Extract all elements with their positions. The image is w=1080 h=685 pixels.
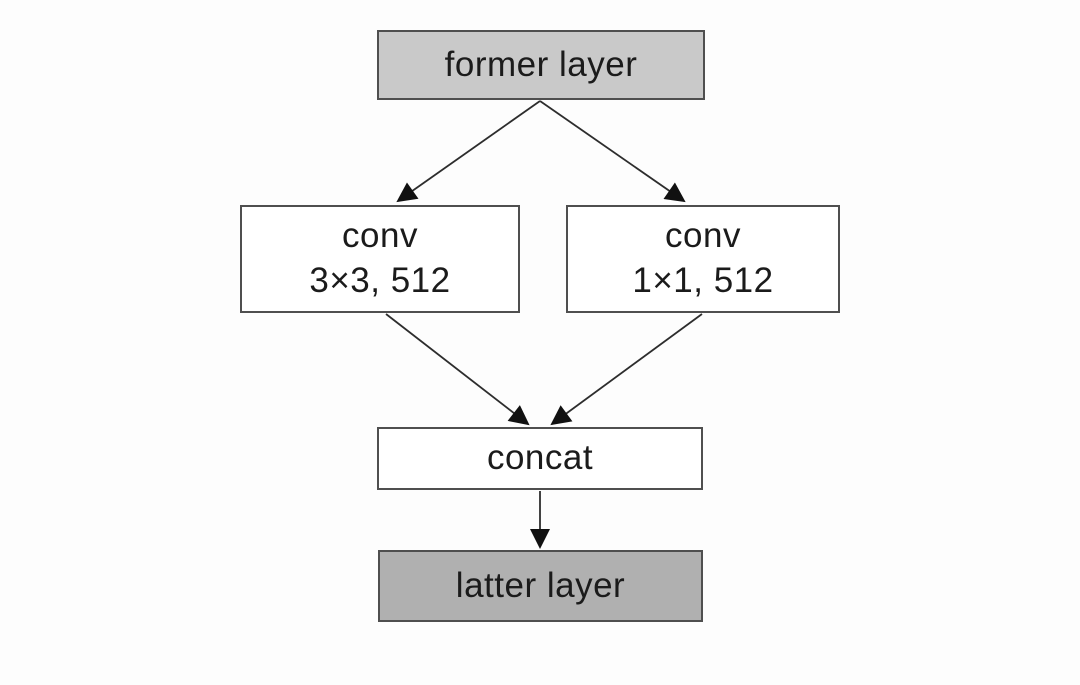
node-latter-layer: latter layer (378, 550, 703, 622)
node-concat-label: concat (486, 438, 594, 478)
node-conv-1x1-line1: conv (665, 216, 741, 256)
node-conv-3x3-line1: conv (342, 216, 418, 256)
edge-conv3x3-to-concat (385, 313, 530, 426)
node-former-layer: former layer (377, 30, 705, 100)
node-concat: concat (377, 427, 703, 490)
node-latter-layer-label: latter layer (455, 565, 626, 605)
edge-conv1x1-to-concat (550, 313, 703, 426)
edge-former-to-conv3x3 (396, 100, 541, 203)
node-conv-3x3-line2: 3×3, 512 (309, 261, 451, 300)
node-conv-3x3-512: conv 3×3, 512 (240, 205, 520, 313)
node-conv-1x1-line2: 1×1, 512 (632, 261, 774, 300)
node-conv-1x1-512: conv 1×1, 512 (566, 205, 840, 313)
edge-former-to-conv1x1 (539, 100, 686, 203)
node-former-layer-label: former layer (444, 44, 638, 84)
